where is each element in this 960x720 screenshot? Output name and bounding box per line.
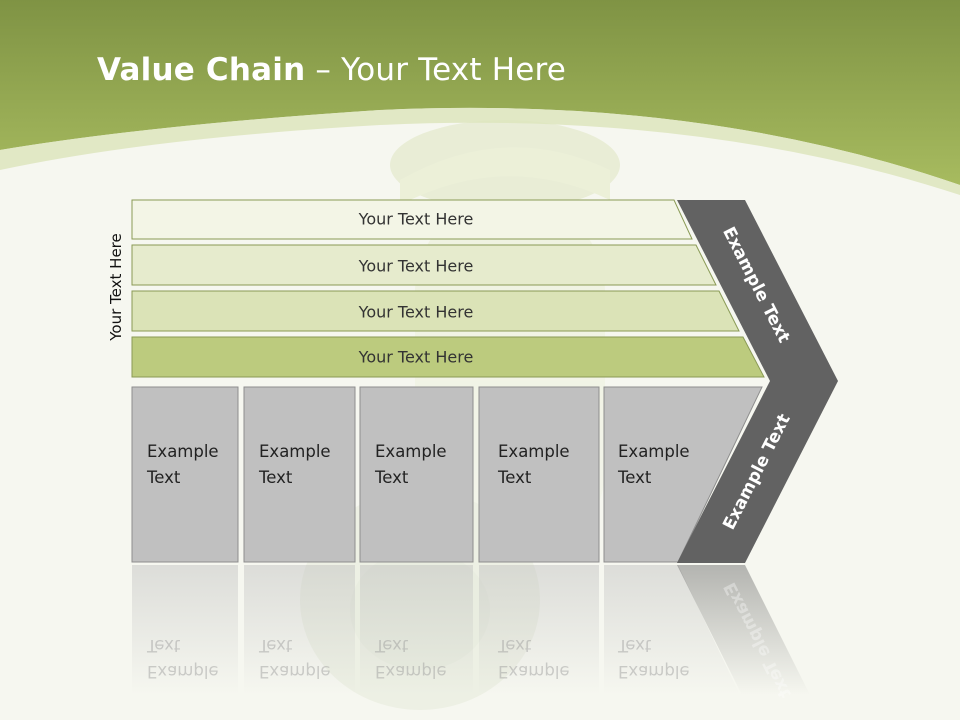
chevron-lower xyxy=(677,381,838,563)
activity-box-1-line2: Text xyxy=(147,468,181,487)
band-3 xyxy=(131,290,740,332)
activity-box-4-label: Example Text xyxy=(498,439,570,491)
reflection-box-3-label: Example Text xyxy=(375,632,447,684)
reflection-box-2-line2: Text xyxy=(259,636,293,655)
activity-box-2-label: Example Text xyxy=(259,439,331,491)
title-bold: Value Chain xyxy=(97,52,306,88)
band-3-label: Your Text Here xyxy=(358,302,474,322)
band-4 xyxy=(131,336,765,378)
reflection-box-1 xyxy=(132,565,238,695)
reflection-box-5-line2: Text xyxy=(618,636,652,655)
reflection-box-5-label: Example Text xyxy=(618,632,690,684)
reflection-box-4 xyxy=(479,565,599,695)
activity-box-2-line1: Example xyxy=(259,442,331,461)
activity-box-5-line1: Example xyxy=(618,442,690,461)
chevron-upper xyxy=(677,200,838,381)
reflection-box-3-line1: Example xyxy=(375,662,447,681)
reflection-box-2-line1: Example xyxy=(259,662,331,681)
reflection-box-5-line1: Example xyxy=(618,662,690,681)
activity-box-1 xyxy=(131,386,239,563)
band-1-label: Your Text Here xyxy=(358,209,474,229)
band-2-label: Your Text Here xyxy=(358,256,474,276)
header-curve-highlight xyxy=(0,107,960,195)
activity-box-5-label: Example Text xyxy=(618,439,690,491)
activity-box-4-line2: Text xyxy=(498,468,532,487)
activity-box-3-label: Example Text xyxy=(375,439,447,491)
header-band xyxy=(0,0,960,185)
reflection-box-1-line1: Example xyxy=(147,662,219,681)
title-rest: – Your Text Here xyxy=(305,52,567,88)
activity-box-3-line1: Example xyxy=(375,442,447,461)
activity-box-1-label: Example Text xyxy=(147,439,219,491)
reflection-box-3 xyxy=(360,565,473,695)
activity-box-2-line2: Text xyxy=(259,468,293,487)
activity-box-1-line1: Example xyxy=(147,442,219,461)
reflection-box-1-label: Example Text xyxy=(147,632,219,684)
reflection-box-5 xyxy=(604,565,740,695)
reflection-box-4-label: Example Text xyxy=(498,632,570,684)
band-2 xyxy=(131,244,717,286)
activity-box-3-line2: Text xyxy=(375,468,409,487)
activity-box-4 xyxy=(478,386,600,563)
band-1 xyxy=(131,199,693,240)
reflection-box-3-line2: Text xyxy=(375,636,409,655)
band-4-label: Your Text Here xyxy=(358,347,474,367)
activity-box-4-line1: Example xyxy=(498,442,570,461)
reflection-chevron xyxy=(677,565,810,695)
reflection-box-4-line1: Example xyxy=(498,662,570,681)
activity-box-2 xyxy=(243,386,356,563)
reflection-box-2 xyxy=(244,565,355,695)
reflection-box-2-label: Example Text xyxy=(259,632,331,684)
slide-title: Value Chain – Your Text Here xyxy=(97,52,566,88)
reflection-box-1-line2: Text xyxy=(147,636,181,655)
side-label: Your Text Here xyxy=(107,233,125,341)
activity-box-5-line2: Text xyxy=(618,468,652,487)
activity-box-3 xyxy=(359,386,474,563)
reflection-box-4-line2: Text xyxy=(498,636,532,655)
